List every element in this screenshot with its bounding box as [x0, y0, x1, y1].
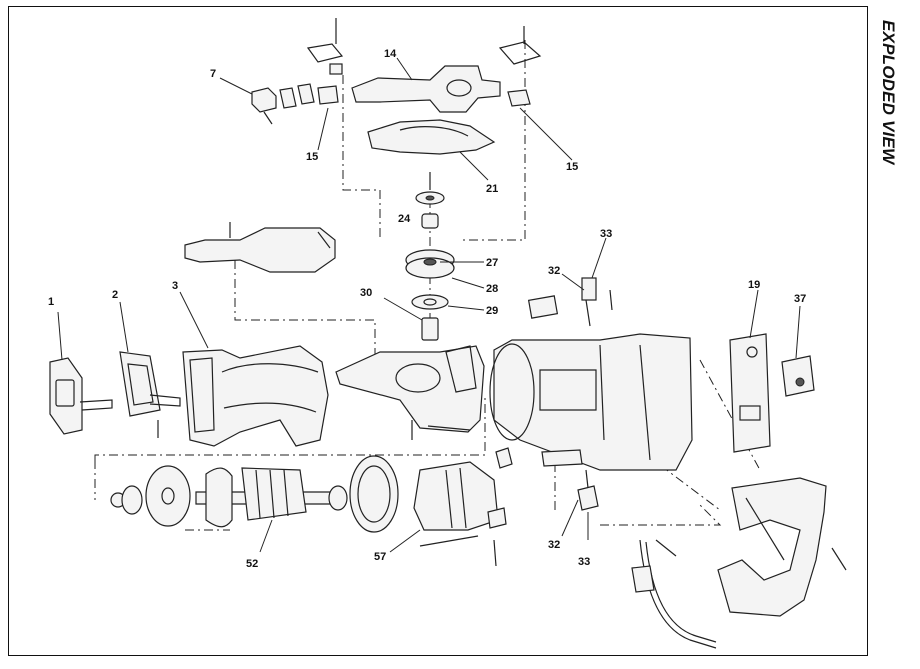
diagram-frame: [8, 6, 868, 656]
callout-28: 28: [486, 283, 498, 295]
part-57-field: [349, 447, 513, 567]
part-1-end-cap: [49, 311, 113, 435]
part-32-33-upper: [561, 237, 613, 327]
part-15-right-bracket: [498, 26, 573, 161]
callout-33-upper: 33: [600, 228, 612, 240]
gear-stack: [383, 172, 485, 341]
callout-52: 52: [246, 558, 258, 570]
callout-33-lower: 33: [578, 556, 590, 568]
callout-30: 30: [360, 287, 372, 299]
callout-7: 7: [210, 68, 216, 80]
part-14-blade-clamp: [306, 18, 501, 113]
part-19-switch-plate: [729, 289, 771, 453]
rear-handle: [717, 477, 847, 617]
gear-case: [335, 345, 485, 440]
callout-29: 29: [486, 305, 498, 317]
part-3-boot: [179, 291, 329, 447]
part-37-switch: [781, 305, 815, 397]
part-32-33-lower: [561, 469, 599, 540]
motor-housing: [489, 295, 693, 471]
callout-24: 24: [398, 213, 411, 225]
callout-32-lower: 32: [548, 539, 560, 551]
part-21-plate: [367, 119, 496, 181]
part-2-gasket: [119, 301, 181, 438]
callout-labels: 1 2 3 7 14 15 15 19 21 24 27 28 29 30 32…: [48, 48, 806, 570]
callout-37: 37: [794, 293, 806, 305]
callout-57: 57: [374, 551, 386, 563]
upper-guide-plate: [184, 222, 336, 273]
callout-15-left: 15: [306, 151, 318, 163]
part-15-left-bushing: [317, 107, 329, 151]
power-cord: [631, 539, 717, 649]
callout-3: 3: [172, 280, 178, 292]
callout-14: 14: [384, 48, 397, 60]
callout-1: 1: [48, 296, 54, 308]
callout-21: 21: [486, 183, 498, 195]
part-7-switch-parts: [219, 77, 339, 125]
callout-19: 19: [748, 279, 760, 291]
callout-27: 27: [486, 257, 498, 269]
callout-15-right: 15: [566, 161, 578, 173]
part-52-armature: [110, 465, 348, 553]
callout-2: 2: [112, 289, 118, 301]
callout-32-upper: 32: [548, 265, 560, 277]
